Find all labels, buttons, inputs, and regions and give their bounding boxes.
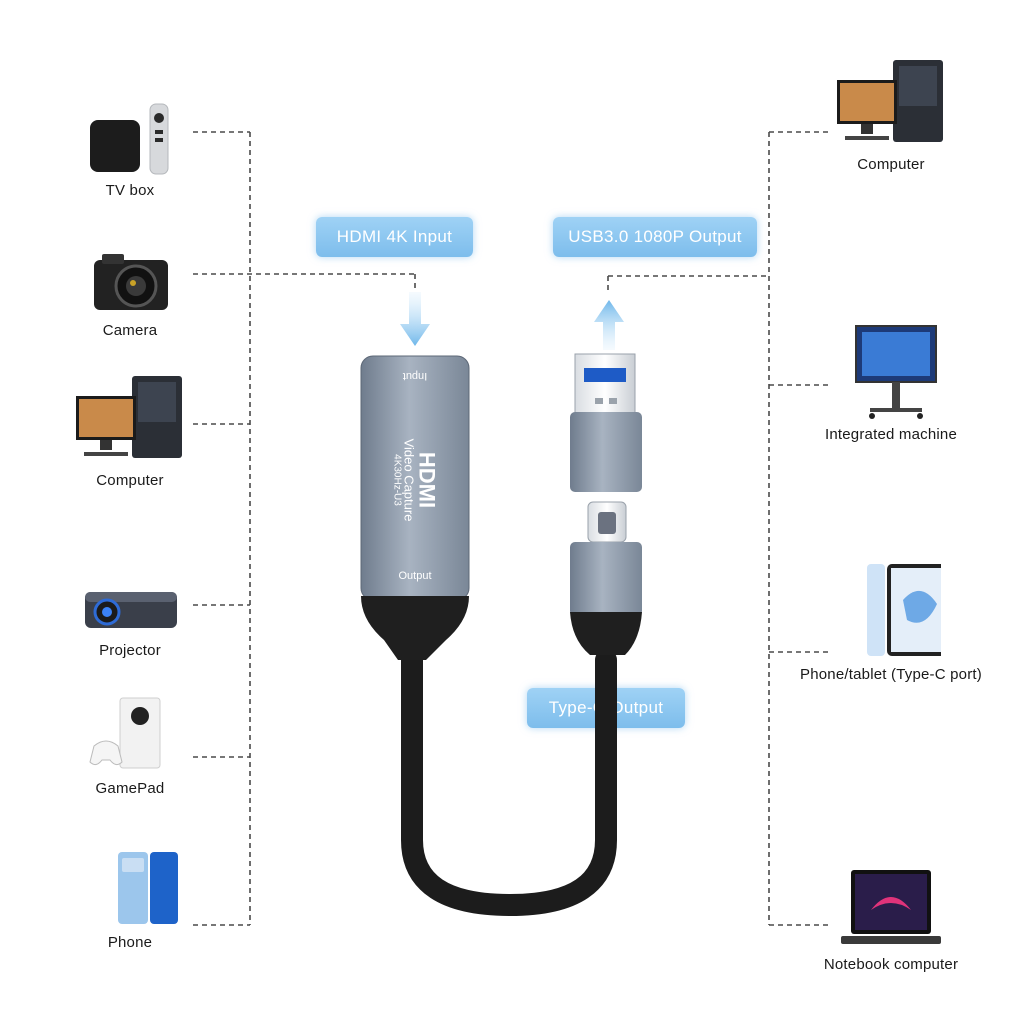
model-label: 4K30Hz-U3 bbox=[391, 454, 403, 506]
housing-print: Input HDMI Video Capture 4K30Hz-U3 Outpu… bbox=[361, 356, 469, 600]
device-label: Phone bbox=[107, 934, 153, 951]
camera-icon bbox=[94, 254, 168, 310]
input-port-label: Input bbox=[402, 370, 428, 382]
device-camera: Camera bbox=[60, 226, 200, 339]
device-label: Computer bbox=[857, 156, 925, 173]
desktop-computer-icon bbox=[837, 60, 943, 142]
device-label: Notebook computer bbox=[823, 956, 959, 973]
laptop-icon bbox=[841, 870, 941, 944]
video-capture-label: Video Capture bbox=[401, 438, 417, 522]
usb-output-callout: USB3.0 1080P Output bbox=[553, 217, 757, 257]
device-label: Projector bbox=[99, 642, 161, 659]
device-integrated-machine: Integrated machine bbox=[821, 325, 961, 443]
device-label: Integrated machine bbox=[824, 426, 957, 443]
phone-icon bbox=[118, 852, 178, 924]
tv-box-icon bbox=[90, 103, 169, 175]
device-label: Camera bbox=[102, 322, 158, 339]
device-label: Computer bbox=[96, 472, 164, 489]
output-arrow-up-icon bbox=[594, 300, 624, 350]
tablet-icon bbox=[867, 564, 941, 656]
device-label: TV box bbox=[105, 182, 155, 199]
device-label: GamePad bbox=[95, 780, 165, 797]
device-projector: Projector bbox=[60, 546, 200, 659]
capture-card-housing bbox=[361, 356, 469, 600]
device-tv-box: TV box bbox=[60, 86, 200, 199]
integrated-machine-icon bbox=[855, 325, 937, 419]
device-phone-left: Phone bbox=[60, 838, 200, 951]
projector-icon bbox=[85, 592, 177, 628]
device-tablet: Phone/tablet (Type-C port) bbox=[800, 564, 982, 683]
desktop-computer-icon bbox=[76, 376, 182, 458]
hdmi-input-callout: HDMI 4K Input bbox=[316, 217, 473, 257]
device-computer-right: Computer bbox=[821, 60, 961, 173]
input-arrow-down-icon bbox=[400, 292, 430, 346]
output-port-label: Output bbox=[398, 570, 432, 582]
device-gamepad: GamePad bbox=[60, 684, 200, 797]
device-label: Phone/tablet (Type-C port) bbox=[800, 666, 982, 683]
device-computer-left: Computer bbox=[60, 376, 200, 489]
game-console-icon bbox=[89, 697, 161, 769]
device-notebook: Notebook computer bbox=[821, 860, 961, 973]
hdmi-brand-label: HDMI bbox=[414, 451, 440, 509]
